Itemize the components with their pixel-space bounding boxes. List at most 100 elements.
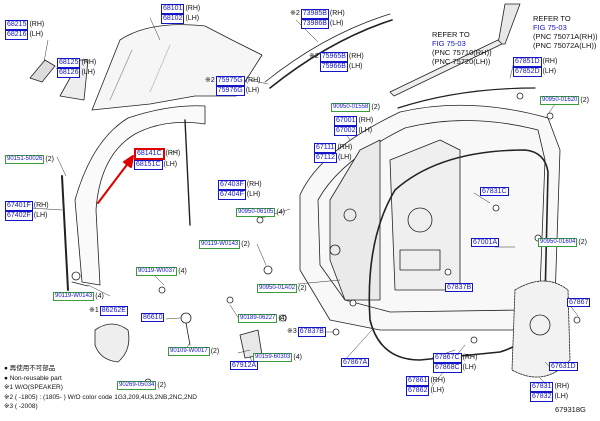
part-90269-05034[interactable]: 90269-05034 — [117, 381, 157, 390]
speaker-drawing — [94, 323, 130, 363]
label-90119-w0143-a[interactable]: 90119-W0143(2) — [199, 240, 250, 249]
label-67867[interactable]: 67867 — [567, 298, 591, 307]
part-67401f[interactable]: 67401F — [5, 201, 33, 211]
refer-fig-link[interactable]: FIG 75-03 — [533, 23, 567, 32]
part-73986b[interactable]: 73986B — [300, 19, 329, 29]
part-67867c[interactable]: 67867C — [433, 353, 462, 363]
part-67404f[interactable]: 67404F — [218, 190, 246, 200]
part-67868c[interactable]: 67868C — [433, 363, 462, 373]
refer-pnc: (PNC 75710(RH)) — [432, 48, 492, 57]
part-68102[interactable]: 68102 — [161, 14, 185, 24]
part-90950-01620[interactable]: 90950-01620 — [540, 96, 580, 105]
marker-2: ※2 — [290, 10, 300, 17]
label-67401-67402[interactable]: 67401F(RH) 67402F(LH) — [5, 201, 49, 221]
part-67112[interactable]: 67112 — [314, 153, 337, 163]
label-90950-06105[interactable]: 90950-06105(4) — [236, 208, 285, 217]
label-67867a[interactable]: 67867A — [341, 358, 370, 367]
label-90119-w0143-b[interactable]: 90119-W0143(4) — [53, 292, 104, 301]
label-68125-68126[interactable]: 68125(RH) 68126(LH) — [57, 58, 96, 78]
part-67402f[interactable]: 67402F — [5, 211, 33, 221]
rh-suffix: (RH) — [554, 383, 570, 390]
part-68126[interactable]: 68126 — [57, 68, 81, 78]
label-90119-w0037[interactable]: 90119-W0037(4) — [136, 267, 187, 276]
label-67837b[interactable]: 67837B — [445, 283, 474, 292]
part-90119-w0143[interactable]: 90119-W0143 — [53, 292, 95, 301]
part-67831c[interactable]: 67831C — [480, 187, 509, 196]
part-75966b[interactable]: 75966B — [319, 62, 348, 72]
label-90159-60303[interactable]: 90159-60303(4) — [253, 353, 302, 362]
label-68215-68216[interactable]: 68215(RH) 68216(LH) — [5, 20, 44, 40]
part-86262e[interactable]: 86262E — [99, 306, 128, 316]
label-67001-67002[interactable]: 67001(RH) 67002(LH) — [334, 116, 373, 136]
part-68101[interactable]: 68101 — [161, 4, 185, 14]
part-90950-01604[interactable]: 90950-01604 — [538, 238, 578, 247]
part-90950-06105[interactable]: 90950-06105 — [236, 208, 276, 217]
part-67912a[interactable]: 67912A — [230, 361, 259, 370]
part-90950-01a02[interactable]: 90950-01A02 — [257, 284, 298, 293]
label-67912a[interactable]: 67912A — [230, 361, 259, 370]
part-67862[interactable]: 67862 — [406, 386, 430, 396]
part-90159-60303[interactable]: 90159-60303 — [253, 353, 293, 362]
part-67001[interactable]: 67001 — [334, 116, 358, 126]
label-90189-06227[interactable]: 90189-06227(4) — [238, 314, 287, 323]
part-75975g[interactable]: 75975G — [215, 76, 245, 86]
part-90950-01558[interactable]: 90950-01558 — [331, 103, 371, 112]
label-86610[interactable]: 86610 — [141, 313, 165, 322]
label-67403-67404[interactable]: 67403F(RH) 67404F(LH) — [218, 180, 262, 200]
label-67001a[interactable]: 67001A — [471, 238, 500, 247]
part-67002[interactable]: 67002 — [334, 126, 358, 136]
part-73985b[interactable]: 73985B — [300, 9, 329, 19]
label-90950-01558[interactable]: 90950-01558(2) — [331, 103, 380, 112]
label-67631d[interactable]: 67631D — [549, 362, 578, 371]
qty: (4) — [293, 353, 302, 361]
part-67837b[interactable]: 67837B — [297, 327, 326, 337]
part-90151-50026[interactable]: 90151-50026 — [5, 155, 45, 164]
label-67831c[interactable]: 67831C — [480, 187, 509, 196]
refer-fig-link[interactable]: FIG 75-03 — [432, 39, 466, 48]
part-68215[interactable]: 68215 — [5, 20, 29, 30]
label-67831-67832[interactable]: 67831(RH) 67832(LH) — [530, 382, 569, 402]
label-90950-01604[interactable]: 90950-01604(2) — [538, 238, 587, 247]
label-67851-67852[interactable]: 67851D(RH) 67852D(LH) — [513, 57, 557, 77]
label-67867c-67868c[interactable]: 67867C(RH) 67868C(LH) — [433, 353, 477, 373]
part-67631d[interactable]: 67631D — [549, 362, 578, 371]
part-68216[interactable]: 68216 — [5, 30, 29, 40]
part-67867[interactable]: 67867 — [567, 298, 591, 307]
label-90109-w0017[interactable]: 90109-W0017(2) — [168, 347, 219, 356]
part-67852d[interactable]: 67852D — [513, 67, 542, 77]
legend-jp: ● 再使用不可部品 — [4, 365, 56, 372]
part-67831[interactable]: 67831 — [530, 382, 554, 392]
rh-suffix: (RH) — [430, 377, 446, 384]
part-75976g[interactable]: 75976G — [215, 86, 245, 96]
label-90950-01a02[interactable]: 90950-01A02(2) — [257, 284, 307, 293]
part-68141c[interactable]: 68141C — [134, 148, 165, 160]
part-75965b[interactable]: 75965B — [319, 52, 348, 62]
part-67837b[interactable]: 67837B — [445, 283, 474, 292]
part-67001a[interactable]: 67001A — [471, 238, 500, 247]
part-67861[interactable]: 67861 — [406, 376, 430, 386]
part-90119-w0143[interactable]: 90119-W0143 — [199, 240, 241, 249]
part-90109-w0017[interactable]: 90109-W0017 — [168, 347, 210, 356]
part-67832[interactable]: 67832 — [530, 392, 554, 402]
label-90151-50026[interactable]: 90151-50026(2) — [5, 155, 54, 164]
part-67851d[interactable]: 67851D — [513, 57, 542, 67]
part-90189-06227[interactable]: 90189-06227 — [238, 314, 278, 323]
label-68141-68151[interactable]: 68141C(RH) 68151C(LH) — [134, 148, 180, 170]
part-90119-w0037[interactable]: 90119-W0037 — [136, 267, 178, 276]
label-68101-68102[interactable]: 68101(RH) 68102(LH) — [161, 4, 200, 24]
part-68151c[interactable]: 68151C — [134, 160, 163, 170]
part-67111[interactable]: 67111 — [314, 143, 337, 153]
part-67403f[interactable]: 67403F — [218, 180, 246, 190]
label-90269-05034[interactable]: 90269-05034(2) — [117, 381, 166, 390]
label-90950-01620[interactable]: 90950-01620(2) — [540, 96, 589, 105]
label-67111-67112[interactable]: 67111(RH) 67112(LH) — [314, 143, 352, 163]
part-67867a[interactable]: 67867A — [341, 358, 370, 367]
part-86610[interactable]: 86610 — [141, 313, 165, 322]
part-68125[interactable]: 68125 — [57, 58, 81, 68]
label-67861-67862[interactable]: 67861(RH) 67862(LH) — [406, 376, 445, 396]
